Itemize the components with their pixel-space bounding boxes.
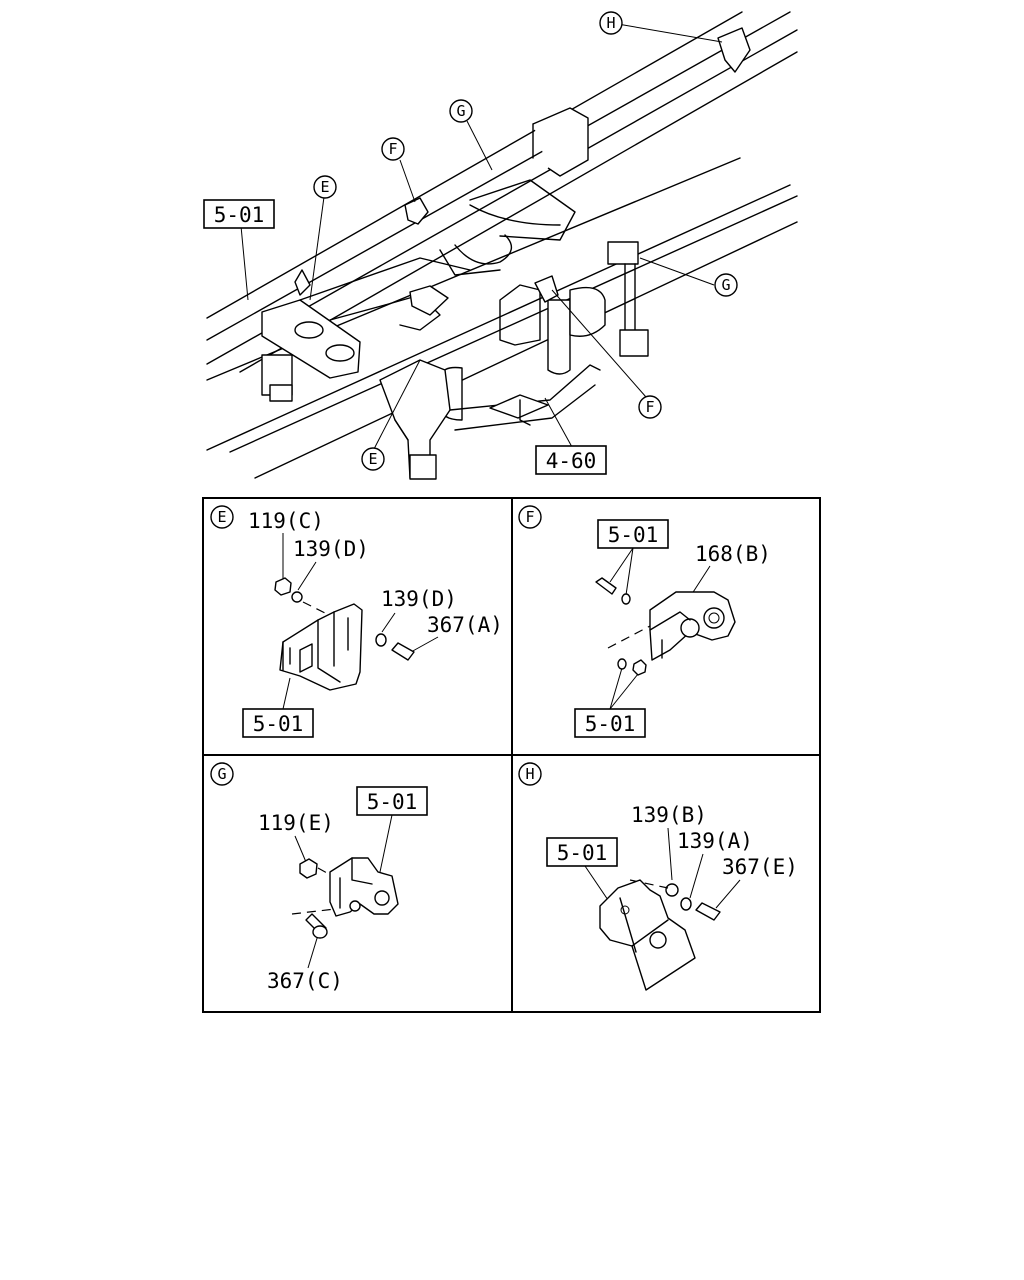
ref-box-5-01-f-upper: 5-01 [597,519,669,549]
label-367c: 367(C) [267,969,343,993]
label-168b: 168(B) [695,542,771,566]
ref-box-5-01-h: 5-01 [546,837,618,867]
callout-h: H [599,11,623,35]
svg-text:5-01: 5-01 [214,203,265,227]
svg-text:G: G [217,765,226,783]
callout-g-right: G [714,273,738,297]
svg-text:5-01: 5-01 [253,712,304,736]
ref-box-4-60: 4-60 [535,445,607,475]
ref-box-5-01-e: 5-01 [242,708,314,738]
overview-illustration [206,11,798,480]
svg-text:F: F [645,398,654,416]
overview-leaders [240,22,723,450]
label-119c: 119(C) [248,509,324,533]
callout-e-upper: E [313,175,337,199]
label-139b: 139(B) [631,803,707,827]
callout-e-lower: E [361,447,385,471]
panel-f-letter: F [518,505,542,529]
svg-text:H: H [606,14,615,32]
label-139d-right: 139(D) [381,587,457,611]
label-119e: 119(E) [258,811,334,835]
label-367a: 367(A) [427,613,503,637]
ref-box-5-01-overview: 5-01 [203,199,275,229]
svg-text:E: E [368,450,377,468]
panel-e: E 119(C) 139(D) 139(D) 367(A) 5-01 [210,505,503,738]
svg-text:5-01: 5-01 [585,712,636,736]
label-139a: 139(A) [677,829,753,853]
label-139d-upper: 139(D) [293,537,369,561]
svg-text:H: H [525,765,534,783]
svg-text:E: E [320,178,329,196]
callout-f-right: F [638,395,662,419]
svg-text:5-01: 5-01 [367,790,418,814]
panel-h: H 139(B) 139(A) 367(E) 5-01 [518,762,798,991]
detail-grid [202,497,821,1013]
panel-h-letter: H [518,762,542,786]
svg-text:F: F [525,508,534,526]
svg-text:5-01: 5-01 [557,841,608,865]
svg-text:G: G [721,276,730,294]
svg-text:4-60: 4-60 [546,449,597,473]
label-367e: 367(E) [722,855,798,879]
panel-f: F 168(B) 5-01 5-01 [518,505,771,738]
svg-text:5-01: 5-01 [608,523,659,547]
panel-g-letter: G [210,762,234,786]
callout-f-upper: F [381,137,405,161]
ref-box-5-01-f-lower: 5-01 [574,708,646,738]
callout-g-upper: G [449,99,473,123]
svg-text:E: E [217,508,226,526]
panel-g: G 119(E) 367(C) 5-01 [210,762,428,993]
panel-e-letter: E [210,505,234,529]
svg-text:F: F [388,140,397,158]
svg-text:G: G [456,102,465,120]
ref-box-5-01-g: 5-01 [356,786,428,816]
